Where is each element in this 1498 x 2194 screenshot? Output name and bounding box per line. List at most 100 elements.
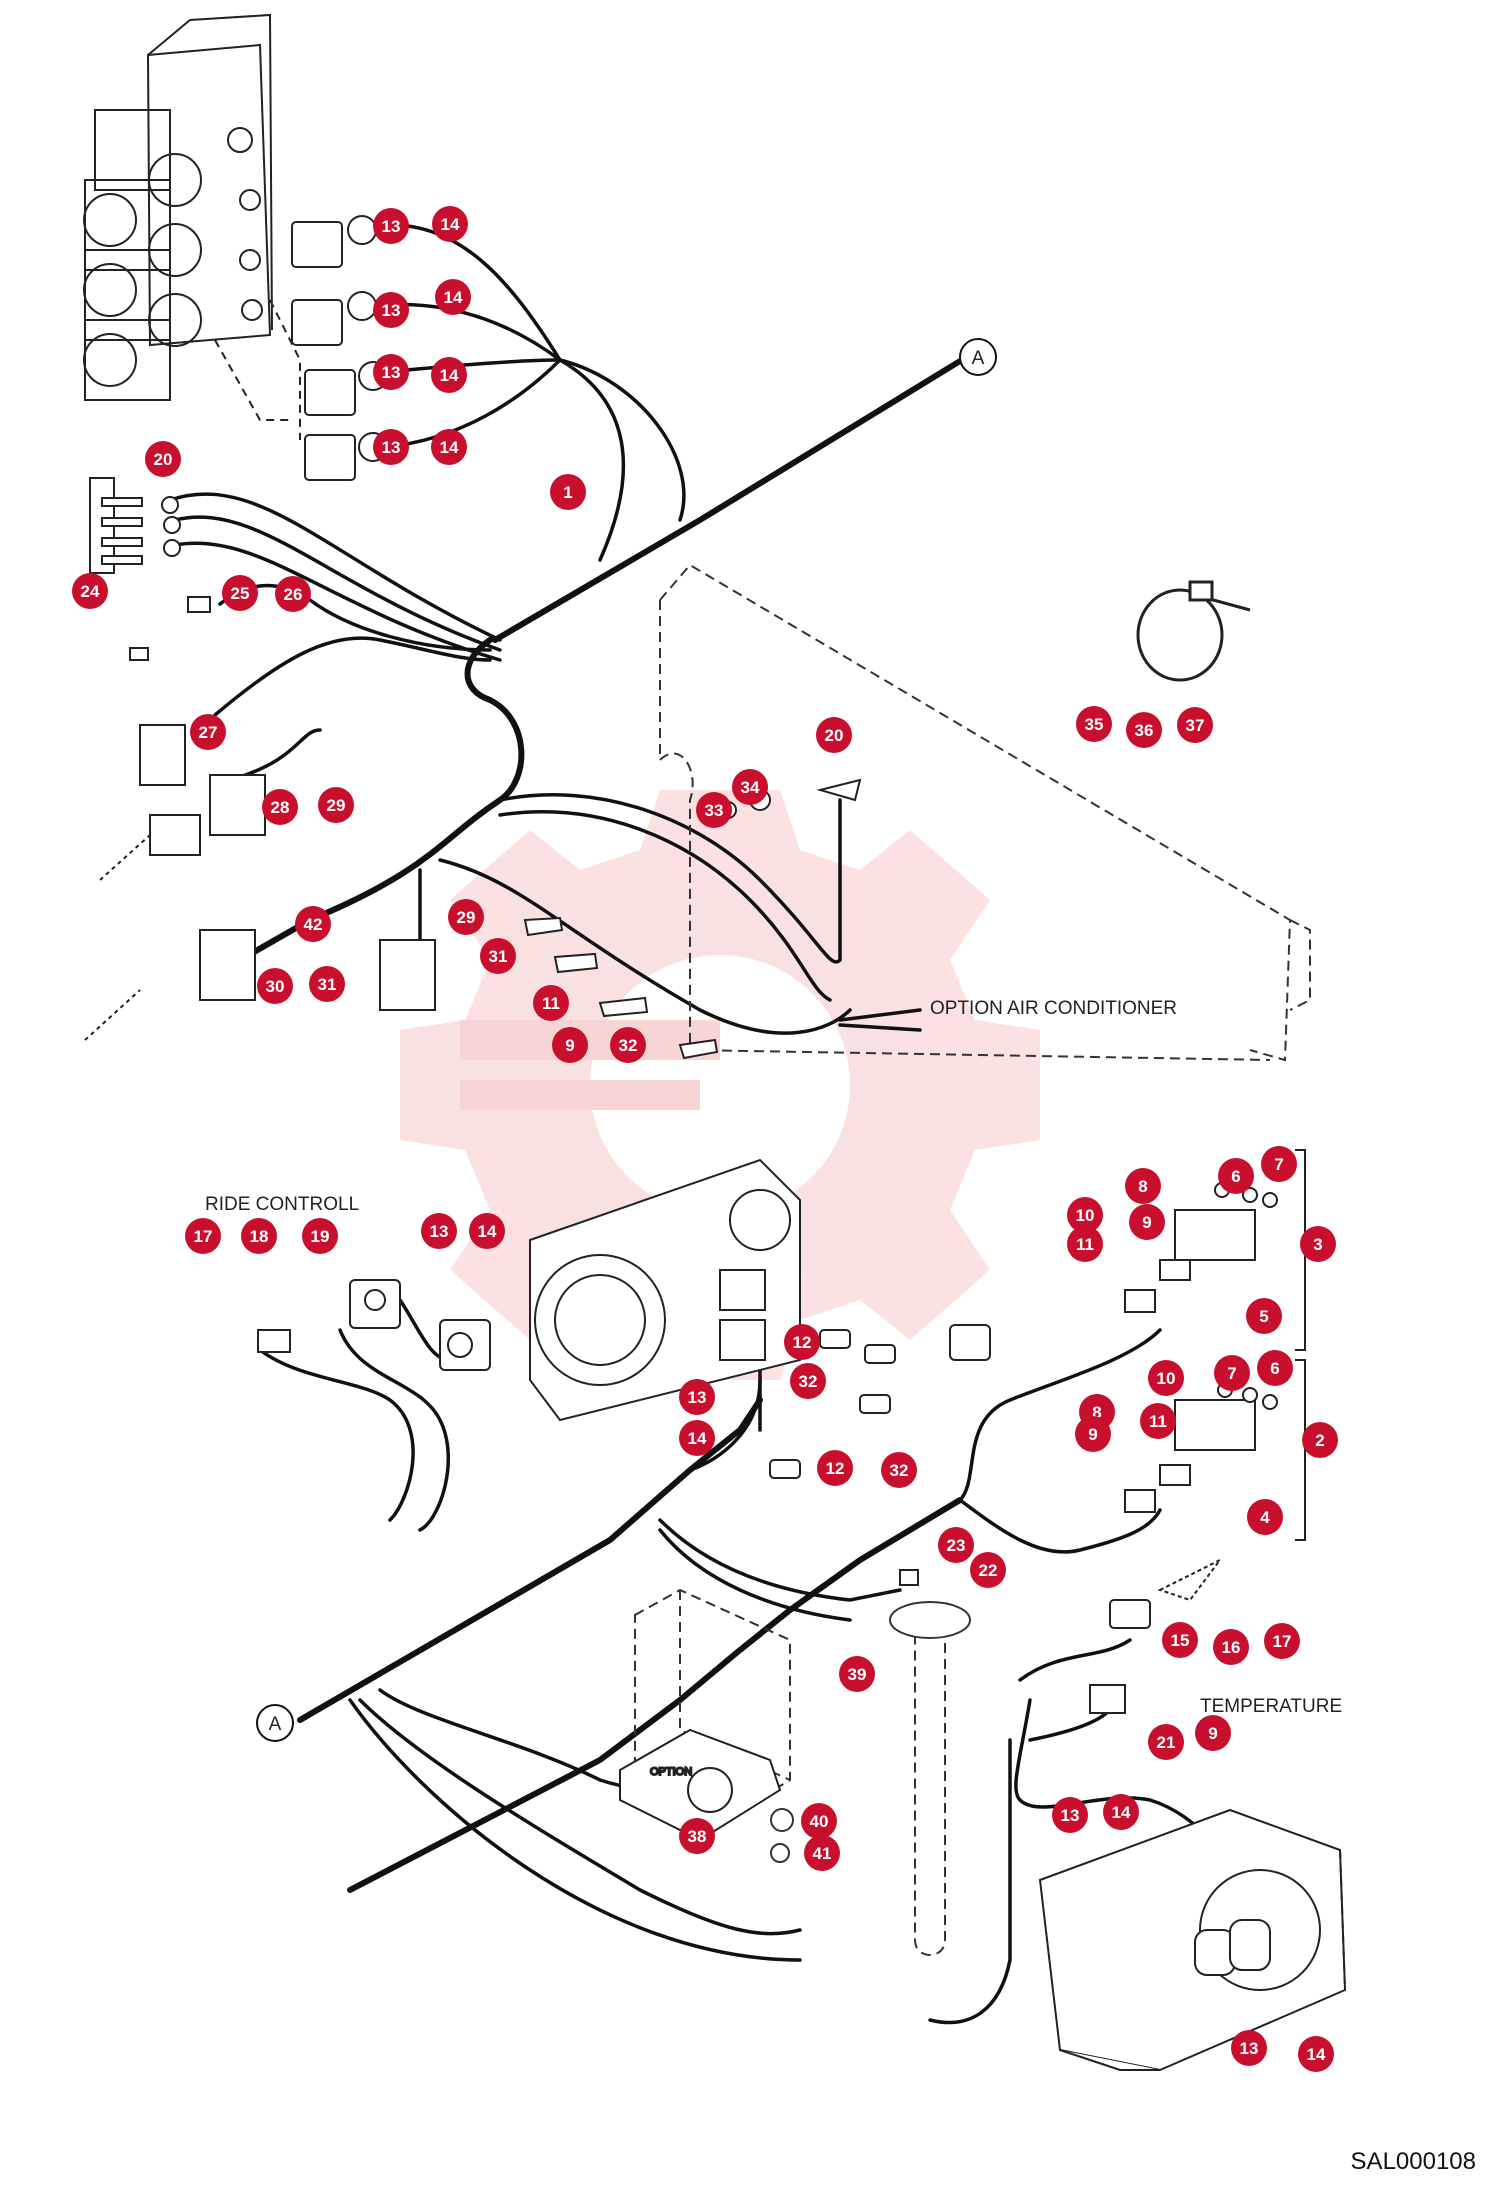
callout-circle [1103, 1794, 1139, 1830]
callout-number: 14 [688, 1429, 707, 1448]
callout-badge: 32 [881, 1452, 917, 1488]
callout-badge: 5 [1246, 1298, 1282, 1334]
callout-number: 41 [813, 1844, 832, 1863]
callout-circle [1126, 712, 1162, 748]
ground-bar [89, 477, 181, 574]
callout-badge: 14 [469, 1213, 505, 1249]
callout-number: 19 [311, 1227, 330, 1246]
callout-circle [816, 717, 852, 753]
drive-motor [1038, 1808, 1347, 2072]
callout-badge: 4 [1247, 1499, 1283, 1535]
callout-circle [1214, 1355, 1250, 1391]
callout-badge: 14 [679, 1420, 715, 1456]
callout-number: 11 [542, 994, 560, 1013]
callout-badge: 32 [790, 1363, 826, 1399]
callout-badge: 14 [432, 206, 468, 242]
callout-circle [373, 429, 409, 465]
callout-circle [421, 1213, 457, 1249]
callout-badge: 14 [431, 429, 467, 465]
callout-badge: 7 [1214, 1355, 1250, 1391]
callout-circle [801, 1803, 837, 1839]
callout-badge: 13 [421, 1213, 457, 1249]
svg-text:A: A [269, 1714, 282, 1735]
speed-sensors [899, 1559, 1221, 1714]
callout-badge: 13 [373, 354, 409, 390]
callout-badge: 29 [448, 899, 484, 935]
callout-badge: 7 [1261, 1146, 1297, 1182]
air-conditioner-label: OPTION AIR CONDITIONER [930, 998, 1177, 1019]
callout-number: 23 [947, 1536, 966, 1555]
callout-badge: 11 [1140, 1403, 1176, 1439]
callout-circle [72, 573, 108, 609]
callout-circle [190, 714, 226, 750]
callout-number: 6 [1270, 1359, 1279, 1378]
callout-circle [241, 1218, 277, 1254]
callout-circle [432, 206, 468, 242]
callout-badge: 25 [222, 575, 258, 611]
callout-badge: 13 [373, 208, 409, 244]
callout-badge: 38 [679, 1818, 715, 1854]
callout-badge: 8 [1125, 1168, 1161, 1204]
callout-circle [1264, 1623, 1300, 1659]
callout-number: 12 [826, 1459, 845, 1478]
callout-circle [1261, 1146, 1297, 1182]
callout-circle [1247, 1499, 1283, 1535]
callout-number: 13 [688, 1388, 707, 1407]
callout-badge: 40 [801, 1803, 837, 1839]
callout-badge: 10 [1148, 1360, 1184, 1396]
callout-badge: 29 [318, 787, 354, 823]
callout-circle [262, 789, 298, 825]
callout-number: 1 [563, 483, 572, 502]
callout-badge: 17 [185, 1218, 221, 1254]
callout-circle [448, 899, 484, 935]
callout-number: 31 [318, 975, 337, 994]
callout-circle [222, 575, 258, 611]
callout-number: 6 [1231, 1167, 1240, 1186]
callout-circle [318, 787, 354, 823]
callout-number: 35 [1085, 715, 1104, 734]
callout-badge: 36 [1126, 712, 1162, 748]
callout-badge: 11 [533, 985, 569, 1021]
callout-circle [550, 474, 586, 510]
callout-badge: 12 [784, 1324, 820, 1360]
callout-badge: 27 [190, 714, 226, 750]
fuel-tank-tube [770, 1601, 971, 1956]
callout-circle [469, 1213, 505, 1249]
callout-badge: 15 [1162, 1622, 1198, 1658]
callout-number: 34 [741, 778, 760, 797]
callout-badge: 9 [1129, 1204, 1165, 1240]
callout-badge: 22 [970, 1552, 1006, 1588]
callout-number: 14 [478, 1222, 497, 1241]
callout-badge: 28 [262, 789, 298, 825]
svg-text:OPTION: OPTION [650, 1766, 692, 1778]
callout-circle [804, 1835, 840, 1871]
callout-badge: 31 [309, 966, 345, 1002]
callout-circle [295, 906, 331, 942]
callout-number: 13 [382, 438, 401, 457]
callout-circle [1129, 1204, 1165, 1240]
callout-circle [373, 354, 409, 390]
callout-badge: 14 [435, 279, 471, 315]
callout-badge: 32 [610, 1027, 646, 1063]
callout-circle [1075, 1416, 1111, 1452]
callout-number: 14 [1112, 1803, 1131, 1822]
callout-badge: 19 [302, 1218, 338, 1254]
callout-number: 21 [1157, 1733, 1176, 1752]
callout-badge: 20 [816, 717, 852, 753]
svg-text:A: A [972, 348, 985, 369]
callout-circle [732, 769, 768, 805]
cab-panel [659, 563, 1311, 1062]
callout-badge: 14 [1103, 1794, 1139, 1830]
callout-circle [1067, 1226, 1103, 1262]
callout-number: 13 [382, 363, 401, 382]
callout-badge: 14 [1298, 2036, 1334, 2072]
callout-circle [373, 292, 409, 328]
callout-badge: 26 [275, 576, 311, 612]
callout-number: 37 [1186, 716, 1205, 735]
callout-number: 12 [793, 1333, 812, 1352]
callout-number: 14 [440, 438, 459, 457]
callout-number: 9 [1088, 1425, 1097, 1444]
callout-badge: 31 [480, 938, 516, 974]
callout-number: 40 [810, 1812, 829, 1831]
callout-number: 28 [271, 798, 290, 817]
